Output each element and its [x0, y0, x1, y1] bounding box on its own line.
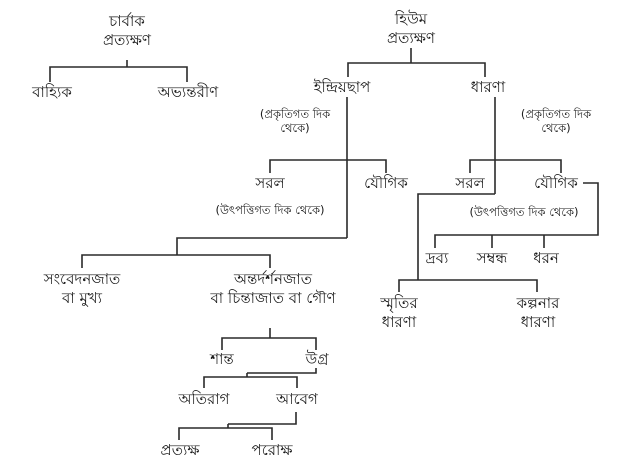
memory-line1: স্মৃতির — [380, 294, 418, 312]
indirect-node: পরোক্ষ — [251, 441, 293, 459]
imagination-line2: ধারণা — [520, 312, 556, 331]
impression-nature-note: (প্রকৃতিগত দিক থেকে) — [260, 107, 330, 136]
idea-simple: সরল — [455, 174, 485, 192]
idea-complex: যৌগিক — [534, 174, 578, 192]
emotion-node: আবেগ — [276, 390, 318, 408]
idea-node: ধারণা — [470, 78, 506, 96]
violent-node: উগ্র — [305, 350, 329, 368]
idea-nature-note: (প্রকৃতিগত দিক থেকে) — [521, 107, 591, 136]
charvaka-title-line2: প্রত্যক্ষণ — [102, 30, 152, 49]
imagination-idea-node: কল্পনার ধারণা — [517, 294, 560, 332]
substance-node: দ্রব্য — [425, 249, 449, 267]
memory-line2: ধারণা — [381, 312, 417, 331]
direct-node: প্রত্যক্ষ — [160, 441, 200, 459]
reflection-line1: অন্তর্দর্শনজাত — [233, 270, 313, 288]
sensation-line1: সংবেদনজাত — [43, 270, 121, 288]
reflection-node: অন্তর্দর্শনজাত বা চিন্তাজাত বা গৌণ — [210, 270, 335, 308]
impression-complex: যৌগিক — [364, 174, 408, 192]
memory-idea-node: স্মৃতির ধারণা — [380, 294, 417, 332]
mode-node: ধরন — [533, 249, 559, 267]
charvaka-title-line1: চার্বাক — [109, 12, 145, 30]
sensation-line2: বা মুখ্য — [61, 288, 102, 307]
note-line2: থেকে) — [280, 121, 310, 136]
note-line2: থেকে) — [541, 121, 571, 136]
impression-simple: সরল — [255, 174, 285, 192]
hume-title: হিউম প্রত্যক্ষণ — [387, 10, 435, 48]
impression-origin-note: (উৎপত্তিগত দিক থেকে) — [215, 203, 325, 217]
reflection-line2: বা চিন্তাজাত বা গৌণ — [210, 288, 336, 307]
hume-title-line2: প্রত্যক্ষণ — [386, 28, 436, 47]
impression-node: ইন্দ্রিয়ছাপ — [313, 78, 371, 96]
sensation-node: সংবেদনজাত বা মুখ্য — [44, 270, 121, 308]
relation-node: সম্বন্ধ — [476, 249, 508, 267]
charvaka-title: চার্বাক প্রত্যক্ষণ — [103, 12, 151, 50]
note-line1: (প্রকৃতিগত দিক — [259, 107, 331, 121]
note-line1: (প্রকৃতিগত দিক — [520, 107, 592, 121]
hume-title-line1: হিউম — [394, 10, 428, 28]
passion-strong-node: অতিরাগ — [178, 390, 230, 408]
idea-origin-note: (উৎপত্তিগত দিক থেকে) — [469, 205, 579, 219]
charvaka-internal: অভ্যন্তরীণ — [157, 83, 219, 101]
imagination-line1: কল্পনার — [516, 294, 560, 312]
charvaka-external: বাহ্যিক — [32, 83, 72, 101]
calm-node: শান্ত — [210, 350, 234, 368]
